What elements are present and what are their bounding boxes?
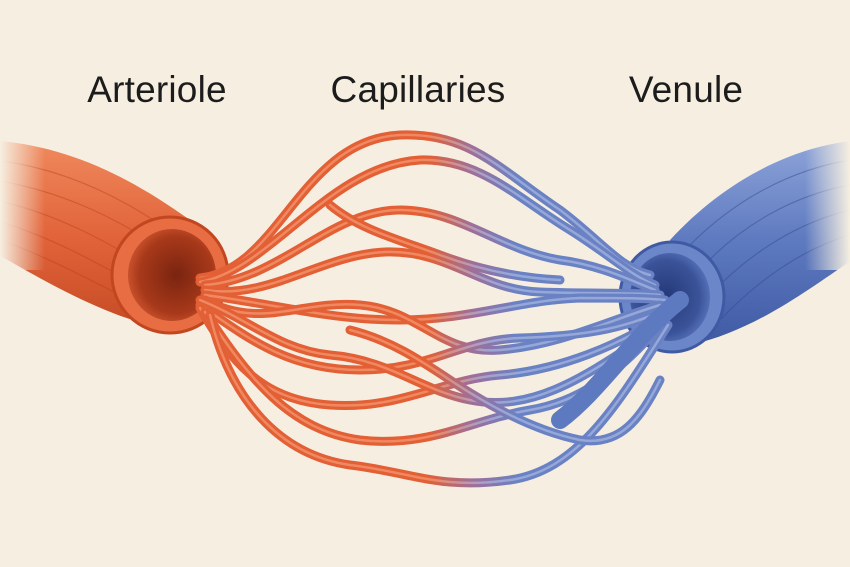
capillary-highlight <box>198 158 657 287</box>
capillary-highlight <box>198 133 652 280</box>
arteriole-label: Arteriole <box>87 69 227 110</box>
capillary-highlight <box>203 250 662 297</box>
arteriole-vessel <box>0 120 230 335</box>
capillaries-label: Capillaries <box>330 69 506 110</box>
capillary-highlight <box>328 203 562 282</box>
capillary-highlight <box>198 298 642 404</box>
capillary-highlight <box>203 208 657 292</box>
capillary-highlight <box>208 313 670 485</box>
capillary-highlight <box>348 328 662 443</box>
venule-label: Venule <box>628 69 744 110</box>
capillary-highlight <box>198 303 667 372</box>
capillary-network <box>195 130 689 488</box>
venule-trunk <box>551 291 689 429</box>
